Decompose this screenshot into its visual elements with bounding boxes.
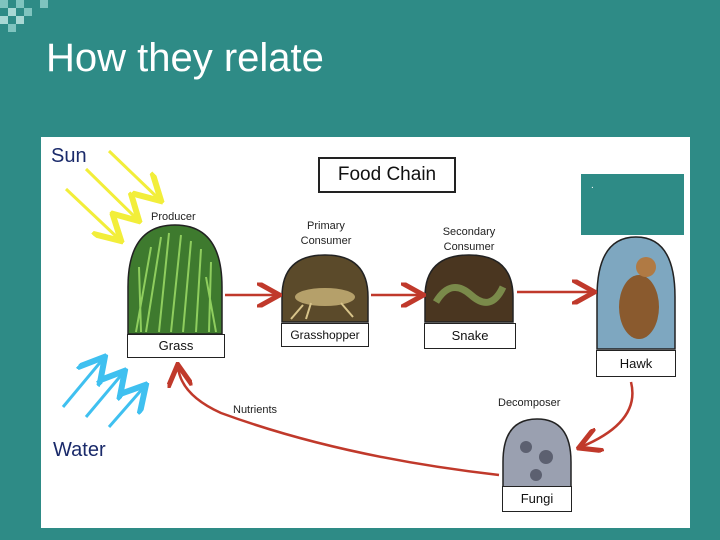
nutrients-label: Nutrients <box>233 404 278 416</box>
energy-flow-arrows <box>178 292 634 477</box>
hawk-image <box>596 236 676 350</box>
decomposer-label: Decomposer <box>498 397 561 409</box>
primary-consumer-label: Primary Consumer <box>293 219 359 249</box>
water-label: Water <box>53 439 106 461</box>
food-chain-diagram: Sun Water Food Chain . Producer Grass Pr… <box>41 137 690 528</box>
slide-title: How they relate <box>46 36 324 80</box>
grasshopper-label: Grasshopper <box>281 323 369 347</box>
sun-rays <box>64 149 159 239</box>
water-rays <box>61 359 144 428</box>
corner-decoration <box>0 0 48 32</box>
sun-label: Sun <box>51 145 87 167</box>
snake-label: Snake <box>424 323 516 349</box>
food-chain-title: Food Chain <box>318 157 456 193</box>
fungi-label: Fungi <box>502 486 572 512</box>
diagram-graphics <box>61 149 676 488</box>
primary-consumer-line1: Primary <box>307 220 345 232</box>
teal-box-text: . <box>591 180 594 191</box>
grass-label: Grass <box>127 334 225 358</box>
teal-placeholder-box: . <box>581 174 684 235</box>
primary-consumer-line2: Consumer <box>300 235 352 247</box>
grasshopper-image <box>281 254 369 323</box>
secondary-consumer-label: Secondary Consumer <box>434 225 504 255</box>
grass-image <box>127 224 223 335</box>
secondary-consumer-line2: Consumer <box>443 241 495 253</box>
secondary-consumer-line1: Secondary <box>442 226 496 238</box>
hawk-label: Hawk <box>596 350 676 377</box>
fungi-image <box>502 418 572 488</box>
producer-label: Producer <box>151 211 196 223</box>
snake-image <box>424 254 514 323</box>
